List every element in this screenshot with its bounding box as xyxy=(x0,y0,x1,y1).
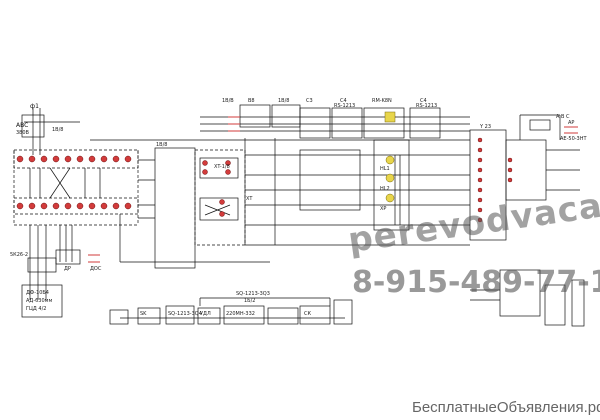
label-bus: SQ-1213-3Q3 xyxy=(236,291,270,297)
label-rs-right: RS-1213 xyxy=(416,103,437,109)
watermark-phone: 8-915-489-77-13 xyxy=(352,265,600,300)
label-net-left: 380B xyxy=(16,130,30,136)
label-phase-top: ф1 xyxy=(30,103,39,110)
label-series-1: SQ-1213-3Q4 xyxy=(168,311,202,317)
label-y23: Y 23 xyxy=(479,124,491,130)
label-xp: XP xyxy=(380,206,386,212)
label-xt-mid: XT xyxy=(246,196,253,202)
label-motor: ДФ-10Б4 xyxy=(26,290,49,296)
label-rp: RM-K8N xyxy=(372,98,392,104)
label-hl1: HL1 xyxy=(380,166,390,172)
label-block-a: B8 xyxy=(248,98,255,104)
label-xt-top: 1B/B xyxy=(222,98,234,104)
label-ap: AP xyxy=(568,120,574,126)
label-rs-left: RS-1213 xyxy=(334,103,355,109)
label-c-right: C4 xyxy=(420,98,427,104)
label-xt-bottom: 5К26-2 xyxy=(10,252,28,258)
label-bus-ref: 1Б/2 xyxy=(244,298,255,304)
label-motor-sub: ГЦД 4/2 xyxy=(26,306,46,312)
schematic-wiring xyxy=(13,104,585,327)
label-series-2: 220МН-332 xyxy=(226,311,255,317)
label-motor-spec: АД-630мм xyxy=(26,298,52,304)
label-c-mid: C4 xyxy=(340,98,347,104)
label-terminal-left: 1B/8 xyxy=(52,127,63,133)
label-pump-a: ДР xyxy=(64,266,71,272)
feed-arrows xyxy=(88,116,578,263)
label-series-4: СК xyxy=(304,311,311,317)
label-c-left: C3 xyxy=(306,98,313,104)
label-abc-right: A B C xyxy=(556,114,570,120)
label-ref-mid: 1B/8 xyxy=(278,98,289,104)
label-phase-left: ABC xyxy=(16,122,28,129)
indicator-lamps xyxy=(384,111,396,203)
label-switch: XT-1/8 xyxy=(214,164,230,170)
label-pump-b: ДОС xyxy=(90,266,102,272)
label-ref-right: 1B/8 xyxy=(156,142,167,148)
footer-site-label: БесплатныеОбъявления.рф xyxy=(412,399,600,416)
label-series-3: УДЛ xyxy=(200,311,211,317)
terminal-markers xyxy=(16,113,513,223)
label-ap-spec: AE-50-3HT xyxy=(560,136,587,142)
label-hl2: HL2 xyxy=(380,186,390,192)
label-sk: SK xyxy=(140,311,147,317)
